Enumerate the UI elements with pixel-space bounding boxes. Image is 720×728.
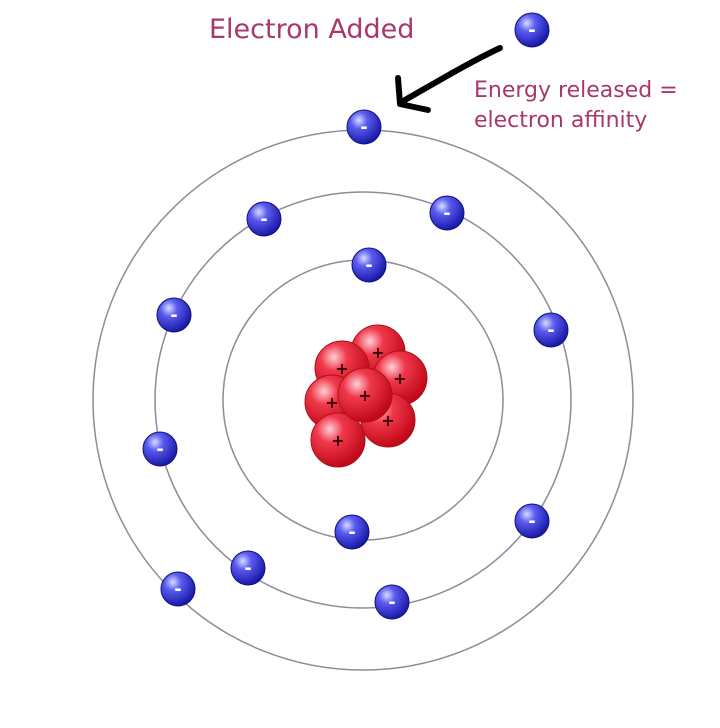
electron-sign: - xyxy=(547,320,554,341)
proton-sign: + xyxy=(393,369,406,388)
electrons: - - - - - - - - - - - - - xyxy=(142,12,569,620)
proton-sign: + xyxy=(335,359,348,378)
electron-sign: - xyxy=(156,439,163,460)
proton-sign: + xyxy=(358,386,371,405)
electron: - xyxy=(374,584,410,620)
electron-sign: - xyxy=(260,209,267,230)
electron: - xyxy=(334,514,370,550)
electron: - xyxy=(156,297,192,333)
electron: - xyxy=(514,503,550,539)
energy-note-line-2: electron affinity xyxy=(474,108,648,133)
added-electron: - xyxy=(514,12,550,48)
electron-sign: - xyxy=(360,117,367,138)
electron: - xyxy=(246,201,282,237)
proton-sign: + xyxy=(325,393,338,412)
arrow-head xyxy=(395,75,431,113)
proton: + xyxy=(310,412,366,468)
electron-sign: - xyxy=(528,20,535,41)
energy-note-line-1: Energy released = xyxy=(474,78,678,103)
proton: + xyxy=(337,367,393,423)
proton-sign: + xyxy=(381,411,394,430)
electron: - xyxy=(160,571,196,607)
diagram-title: Electron Added xyxy=(209,14,415,45)
electron: - xyxy=(351,247,387,283)
arrow-shaft xyxy=(402,45,503,103)
electron-sign: - xyxy=(348,522,355,543)
proton-sign: + xyxy=(331,431,344,450)
electron-sign: - xyxy=(174,579,181,600)
electron-sign: - xyxy=(388,592,395,613)
electron: - xyxy=(346,109,382,145)
electron: - xyxy=(429,195,465,231)
electron-sign: - xyxy=(170,305,177,326)
energy-note: Energy released = electron affinity xyxy=(474,76,678,136)
electron-sign: - xyxy=(365,255,372,276)
electron-sign: - xyxy=(443,203,450,224)
electron: - xyxy=(142,431,178,467)
electron-sign: - xyxy=(244,558,251,579)
electron: - xyxy=(533,312,569,348)
middle-orbit xyxy=(154,191,572,609)
electron-sign: - xyxy=(528,511,535,532)
electron: - xyxy=(230,550,266,586)
proton-sign: + xyxy=(371,343,384,362)
nucleus: + + + + + + + xyxy=(304,324,428,468)
